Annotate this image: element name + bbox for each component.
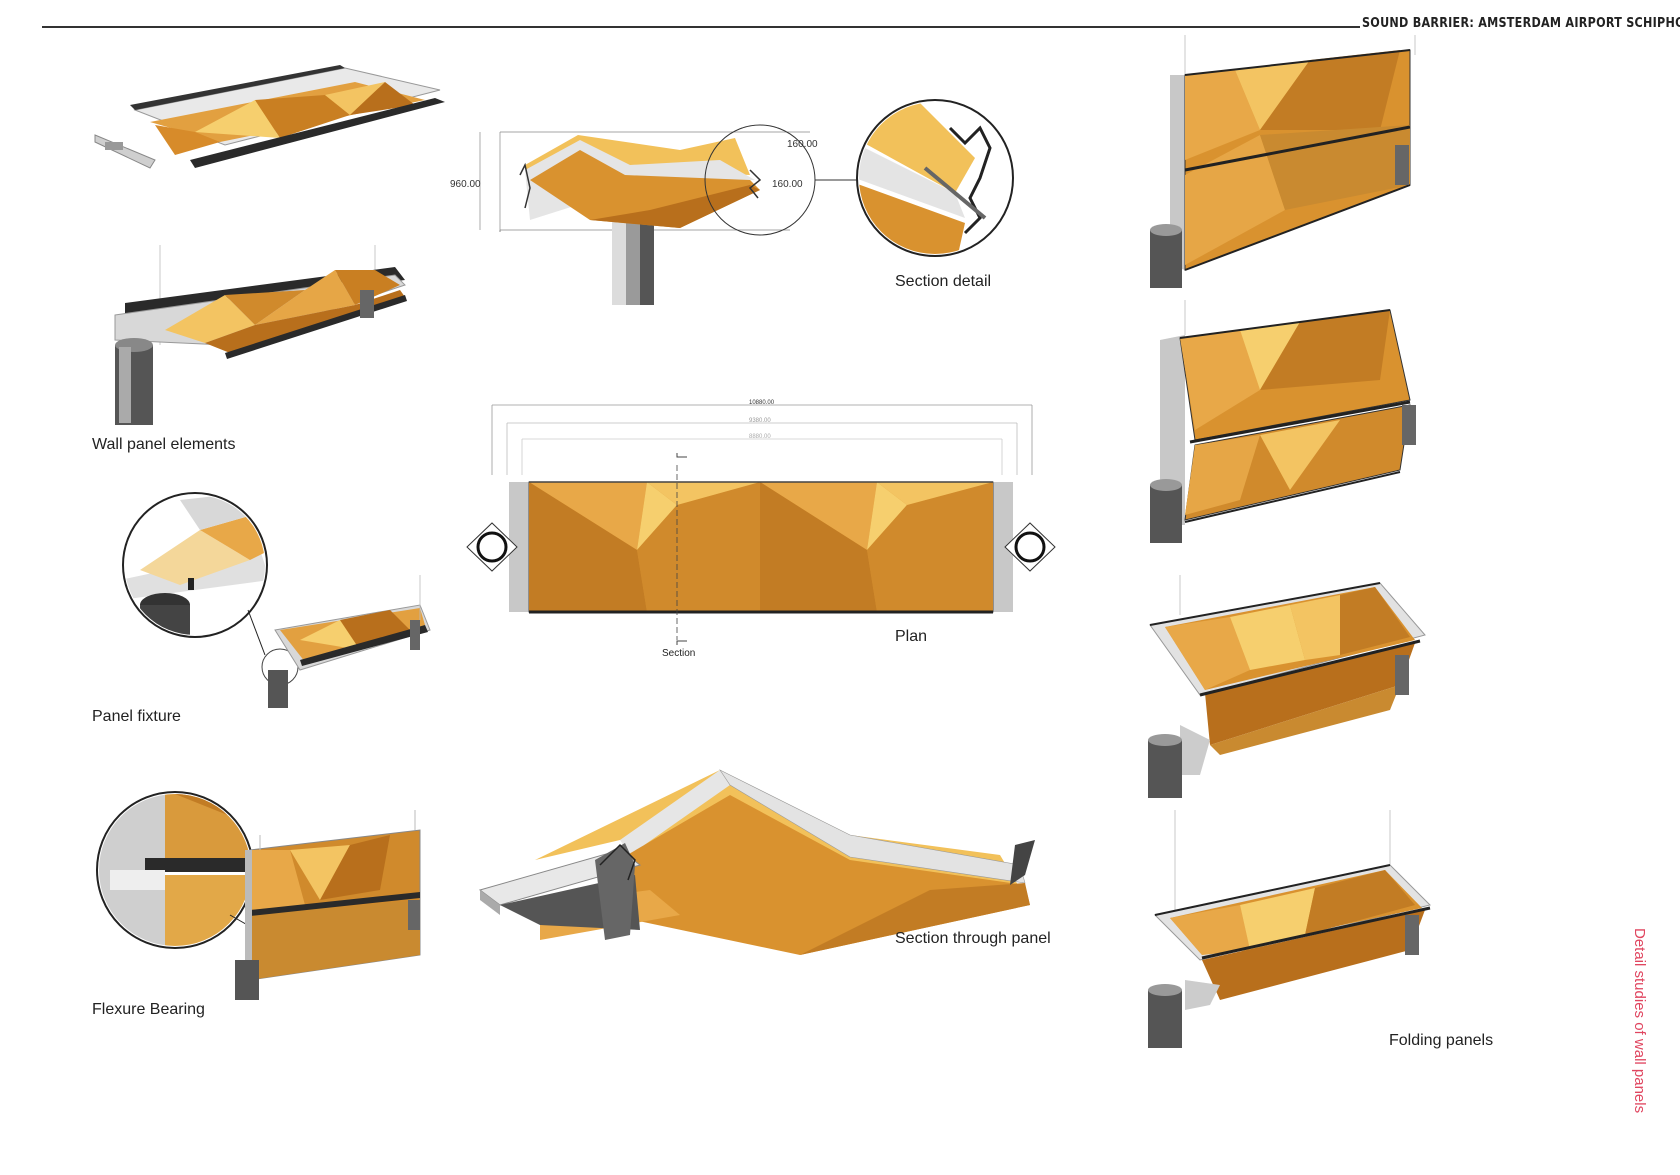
folding-panel-stage-3 bbox=[1148, 575, 1426, 798]
section-dimension-drawing: 960.00 160.00 160.00 bbox=[450, 124, 860, 305]
folding-panel-stage-2 bbox=[1150, 300, 1416, 543]
wall-panel-elements-drawing bbox=[114, 245, 407, 425]
caption-section-detail: Section detail bbox=[895, 273, 992, 290]
caption-section-through-panel: Section through panel bbox=[895, 930, 1051, 947]
section-through-panel-drawing bbox=[478, 769, 1035, 955]
dim-plan-overall: 10880.00 bbox=[749, 400, 775, 406]
dim-plan-mid: 9380.00 bbox=[749, 418, 771, 424]
caption-flexure-bearing: Flexure Bearing bbox=[92, 1001, 205, 1018]
plan-section-marker: Section bbox=[662, 648, 696, 659]
folding-panel-stage-1 bbox=[1150, 35, 1416, 288]
caption-panel-fixture: Panel fixture bbox=[92, 708, 181, 725]
sheet-title: SOUND BARRIER: AMSTERDAM AIRPORT SCHIPHO… bbox=[1362, 16, 1680, 31]
dim-plan-inner: 8880.00 bbox=[749, 434, 771, 440]
caption-folding-panels: Folding panels bbox=[1389, 1032, 1494, 1049]
section-detail-drawing bbox=[856, 99, 1014, 257]
dim-side: 160.00 bbox=[772, 179, 803, 190]
side-title: Detail studies of wall panels bbox=[1631, 928, 1648, 1114]
caption-wall-panel-elements: Wall panel elements bbox=[92, 436, 236, 453]
plan-drawing: 10880.00 9380.00 8880.00 bbox=[466, 400, 1056, 645]
dim-height: 960.00 bbox=[450, 179, 481, 190]
panel-fixture-drawing bbox=[122, 492, 431, 708]
exploded-panel-drawing bbox=[94, 65, 445, 169]
folding-panel-stage-4 bbox=[1148, 810, 1431, 1048]
header-rule bbox=[42, 26, 1360, 28]
caption-plan: Plan bbox=[895, 628, 928, 645]
flexure-bearing-drawing bbox=[96, 791, 421, 1000]
